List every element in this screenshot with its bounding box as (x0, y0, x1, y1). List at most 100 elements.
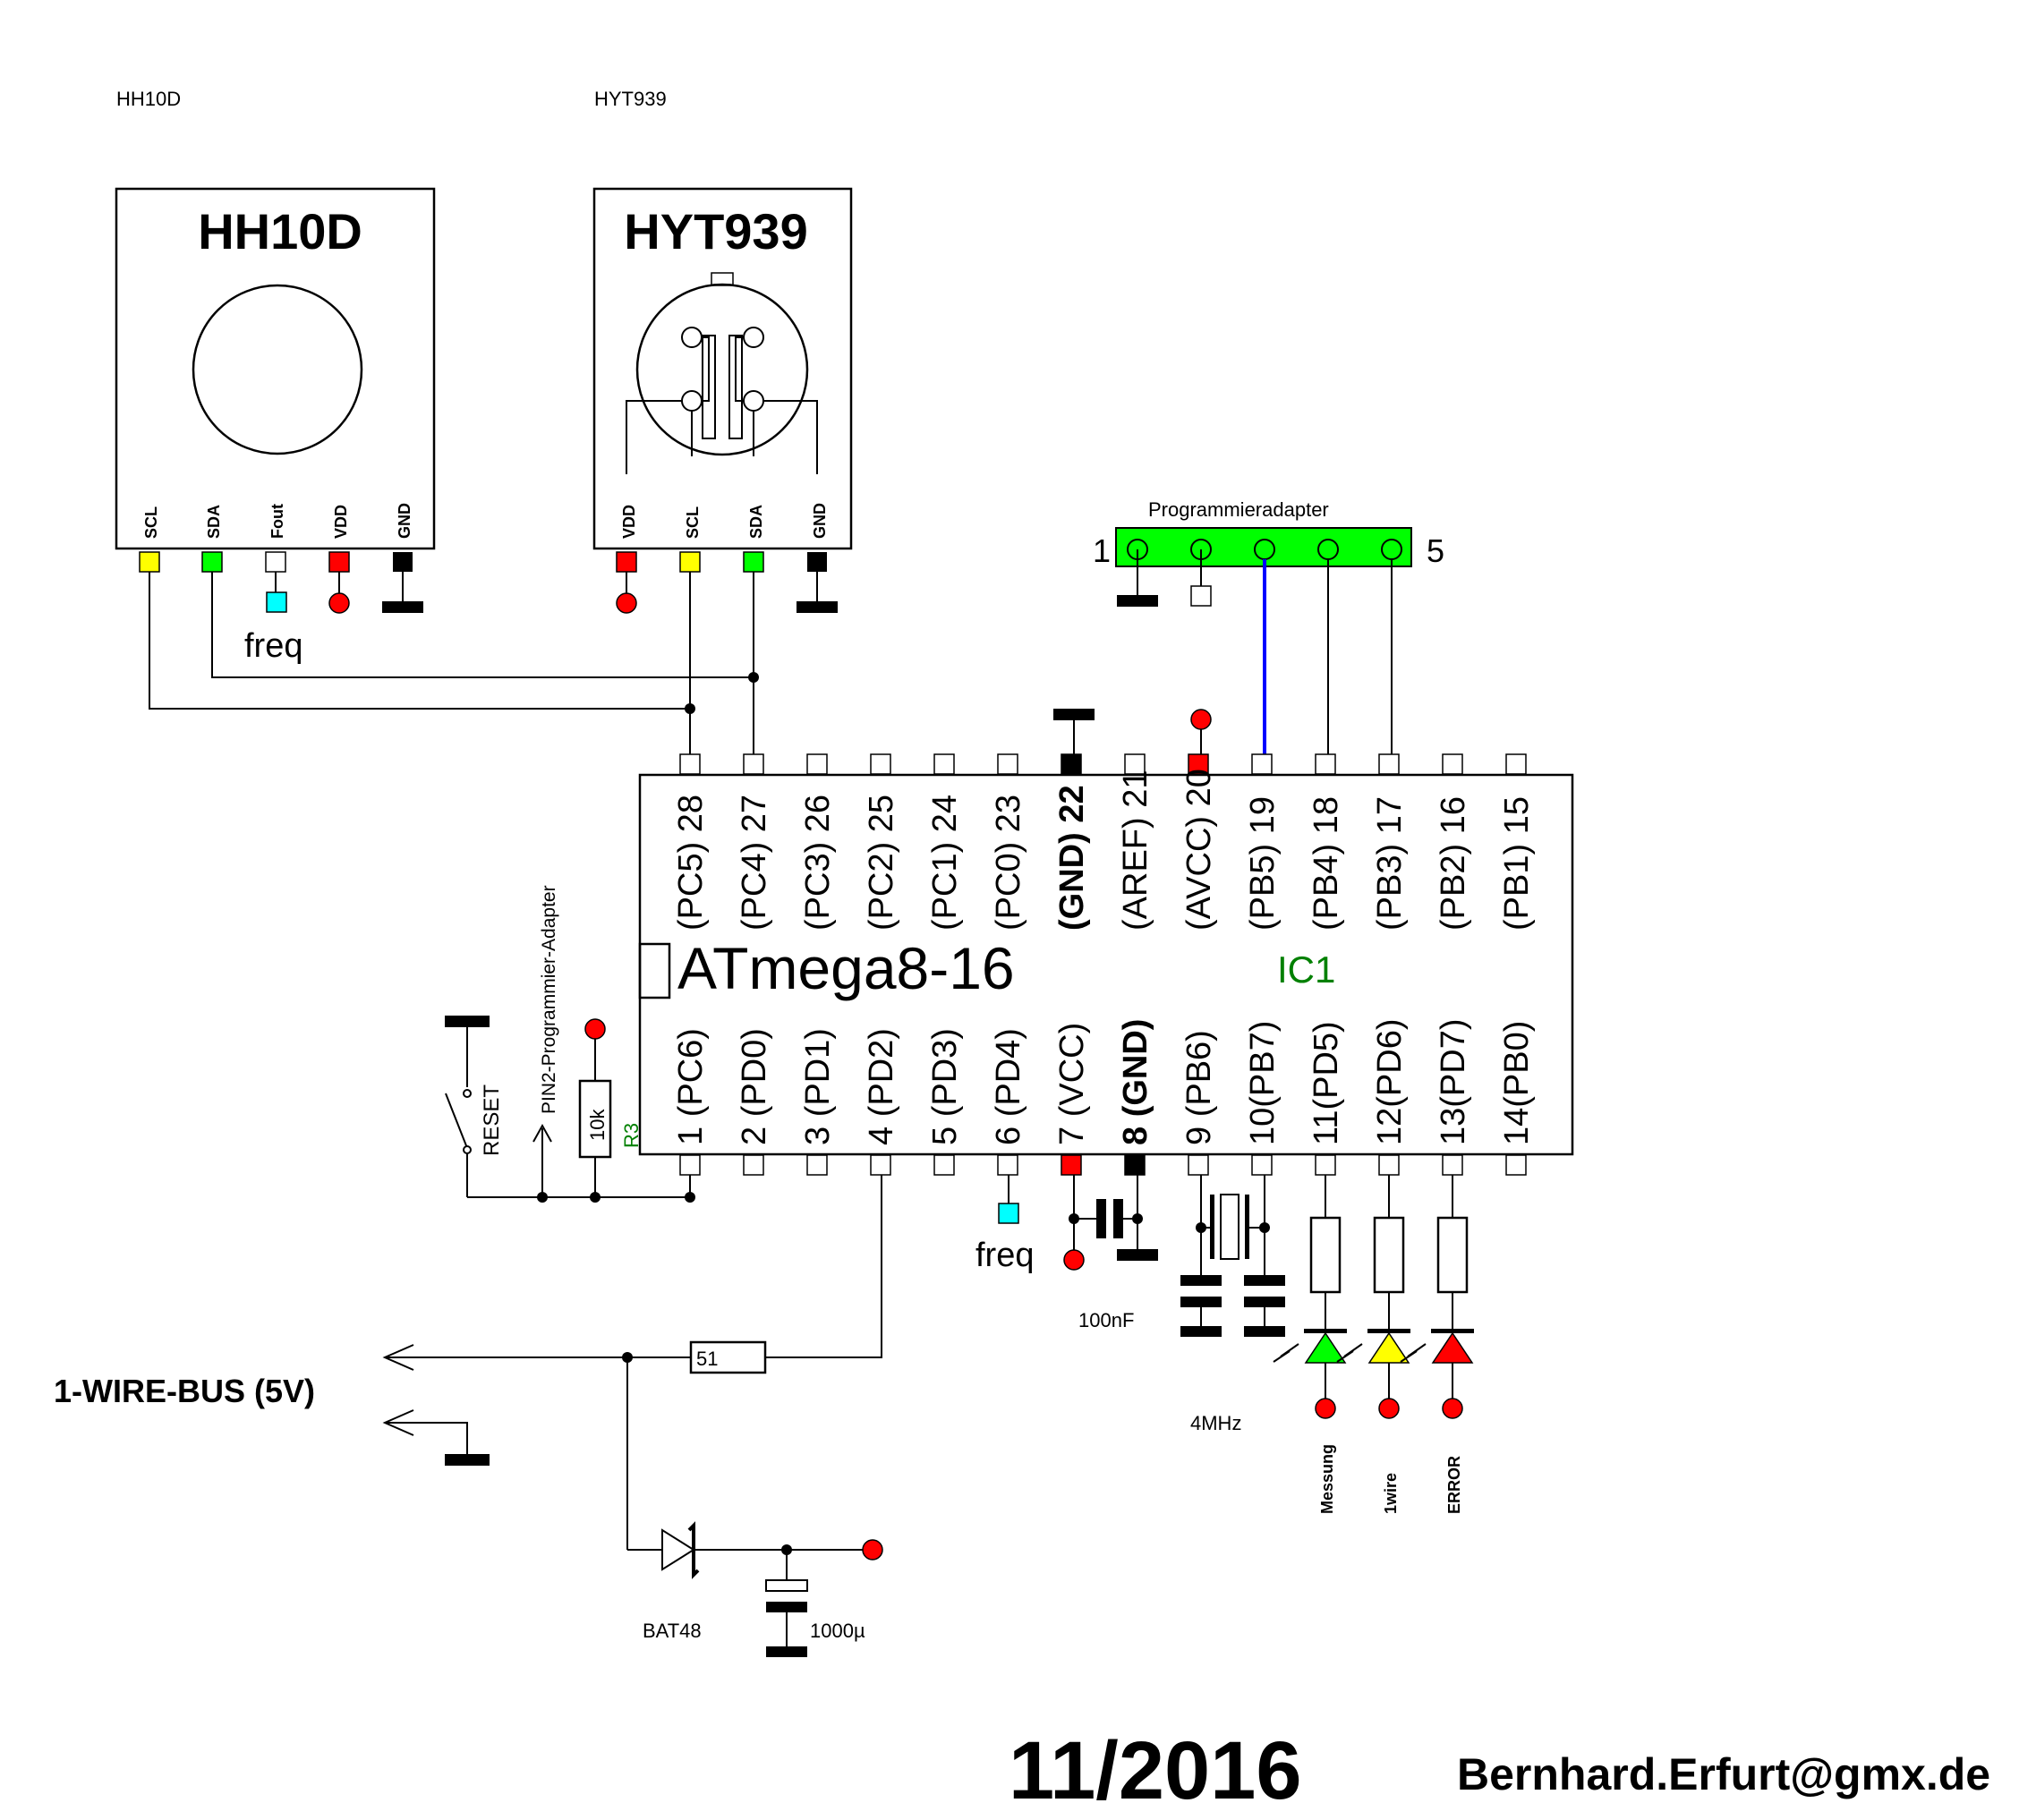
hyt939-sensor-icon (635, 283, 809, 456)
ic-top-pin-pad (1124, 753, 1146, 775)
led-resistor (1436, 1216, 1469, 1294)
diode-label: BAT48 (643, 1620, 702, 1642)
led-resistor (1373, 1216, 1405, 1294)
ic-bottom-pin-label: 6 (PD4) (990, 1028, 1027, 1145)
decoupling: 100nF (1063, 1175, 1158, 1331)
ic-bottom-pin-label: 2 (PD0) (736, 1028, 773, 1145)
ic-top-pin-pad (1188, 753, 1209, 775)
ic-top-pin-label: (PC4) 27 (736, 795, 773, 931)
ic-top-pin-pad (743, 753, 764, 775)
hh10d-pin-vdd: VDD (332, 505, 350, 539)
ic-top-pin-pad (1251, 753, 1273, 775)
cap-100nf-label: 100nF (1078, 1309, 1134, 1331)
diode-output-vcc (862, 1539, 883, 1561)
resistor-51-label: 51 (696, 1348, 718, 1370)
ic-top-pin-pad (933, 753, 955, 775)
cap-100nf (1096, 1199, 1106, 1238)
hyt939-vdd-symbol (616, 592, 637, 614)
ic-bottom-pin-pad (870, 1154, 891, 1176)
ic-bottom-pin-label: 4 (PD2) (863, 1028, 900, 1145)
one-wire-bus: 51 1-WIRE-BUS (5V) BAT48 1000µ (54, 1175, 883, 1657)
reset-vcc-symbol (584, 1018, 606, 1040)
ic-bottom-pin-pad (806, 1154, 828, 1176)
led-label: 1wire (1382, 1473, 1400, 1514)
hyt939-pin-scl: SCL (684, 506, 702, 539)
ic-bottom-pin-label: 13(PD7) (1435, 1019, 1472, 1146)
ic-bottom-pin-pad (997, 1154, 1018, 1176)
led-vcc-symbol (1378, 1398, 1400, 1419)
hyt939-pin-gnd: GND (811, 503, 829, 539)
ic-freq-pad (998, 1203, 1019, 1224)
ic-notch (638, 942, 671, 999)
ic-bottom-pin-pad (679, 1154, 701, 1176)
led-vcc-symbol (1442, 1398, 1463, 1419)
ic-bottom-pin-label: 12(PD6) (1371, 1019, 1409, 1146)
ic-bottom-pin-label: 8 (GND) (1117, 1019, 1154, 1145)
ic-bottom-pin-label: 1 (PC6) (672, 1028, 710, 1145)
ic-top-pin-pad (1505, 753, 1527, 775)
gnd-symbol (1117, 1249, 1158, 1261)
hh10d-title: HH10D (198, 203, 362, 259)
ic-bottom-pin-label: 11(PD5) (1308, 1021, 1345, 1145)
ic-top-pin-label: (AVCC) 20 (1180, 769, 1218, 931)
hh10d-pin-gnd: GND (396, 503, 413, 539)
ic-top-pin-pad (997, 753, 1018, 775)
ic-top-pin-label: (PB3) 17 (1371, 796, 1409, 931)
i2c-wiring (149, 572, 759, 754)
ic-top-pin-label: (PC1) 24 (926, 795, 964, 931)
ic-ref: IC1 (1277, 948, 1335, 991)
resistor-r3-ref: R3 (620, 1123, 643, 1148)
ic-bottom-pin-pad (1378, 1154, 1400, 1176)
ic-top-pin-label: (GND) 22 (1053, 785, 1091, 931)
hyt939-gnd-symbol (797, 601, 838, 613)
ic-bottom-pin-pad (1315, 1154, 1336, 1176)
hyt939-module: HYT939 VDD SCL SDA GND (592, 187, 853, 614)
ic-bottom-pin-label: 9 (PB6) (1180, 1030, 1218, 1145)
pin22-gnd-symbol (1053, 709, 1095, 720)
ic-top-pins: (PC5) 28(PC4) 27(PC3) 26(PC2) 25(PC1) 24… (672, 753, 1536, 931)
led-icon (1431, 1331, 1474, 1364)
ic-top-pin-pad (870, 753, 891, 775)
crystal-4mhz (1220, 1194, 1240, 1260)
ic-bottom-pin-pad (743, 1154, 764, 1176)
diode-bat48 (661, 1528, 695, 1571)
ic-bottom-pin-label: 3 (PD1) (799, 1028, 837, 1145)
led-icon (1304, 1331, 1347, 1364)
resistor-r3-value: 10k (586, 1109, 609, 1141)
ic-freq-label: freq (975, 1237, 1034, 1274)
crystal-label: 4MHz (1190, 1412, 1241, 1434)
atmega8-ic: ATmega8-16 IC1 (PC5) 28(PC4) 27(PC3) 26(… (638, 753, 1574, 1176)
led-label: Messung (1318, 1444, 1336, 1514)
hh10d-module: HH10D SCL SDA Fout VDD GND freq (115, 187, 436, 665)
reset-circuit: RESET PIN2-Programmier-Adapter 10k R3 (445, 885, 695, 1203)
led-label: ERROR (1445, 1456, 1463, 1514)
programmer-pin-last: 5 (1427, 532, 1444, 569)
cap-1000u-label: 1000µ (810, 1620, 865, 1642)
ic-top-pin-label: (PB1) 15 (1498, 796, 1536, 931)
hyt939-pin-sda: SDA (747, 505, 765, 539)
programmer-pin-first: 1 (1093, 532, 1111, 569)
ic-top-pin-label: (PC3) 26 (799, 795, 837, 931)
led-cathode (1431, 1329, 1474, 1333)
footer-date: 11/2016 (1009, 1725, 1301, 1816)
ic-bottom-pin-label: 5 (PD3) (926, 1028, 964, 1145)
reset-switch (445, 1093, 468, 1149)
ic-bottom-pin-pad (1124, 1154, 1146, 1176)
ic-top-pin-pad (1378, 753, 1400, 775)
led-light-arrows-icon (1273, 1343, 1299, 1363)
reset-gnd-symbol (445, 1016, 490, 1027)
crystal-circuit: 4MHz (1180, 1175, 1285, 1434)
cap-1000u-gnd (766, 1646, 807, 1657)
ic-top-pin-pad (679, 753, 701, 775)
ic-top-pin-label: (AREF) 21 (1117, 770, 1154, 931)
ic-bottom-pins: 1 (PC6) 2 (PD0) 3 (PD1) 4 (PD2) 5 (PD3) 6 (PD… (672, 1019, 1536, 1176)
led-icon (1367, 1331, 1410, 1364)
led-light-arrows-icon (1336, 1343, 1363, 1363)
led-cathode (1304, 1329, 1347, 1333)
vcc-symbol (1063, 1249, 1085, 1271)
hh10d-pin-fout: Fout (268, 504, 286, 539)
reset-prog-label: PIN2-Programmier-Adapter (539, 885, 559, 1114)
hh10d-pin-scl: SCL (142, 506, 160, 539)
programmer-label: Programmieradapter (1148, 498, 1329, 521)
led-vcc-symbol (1315, 1398, 1336, 1419)
